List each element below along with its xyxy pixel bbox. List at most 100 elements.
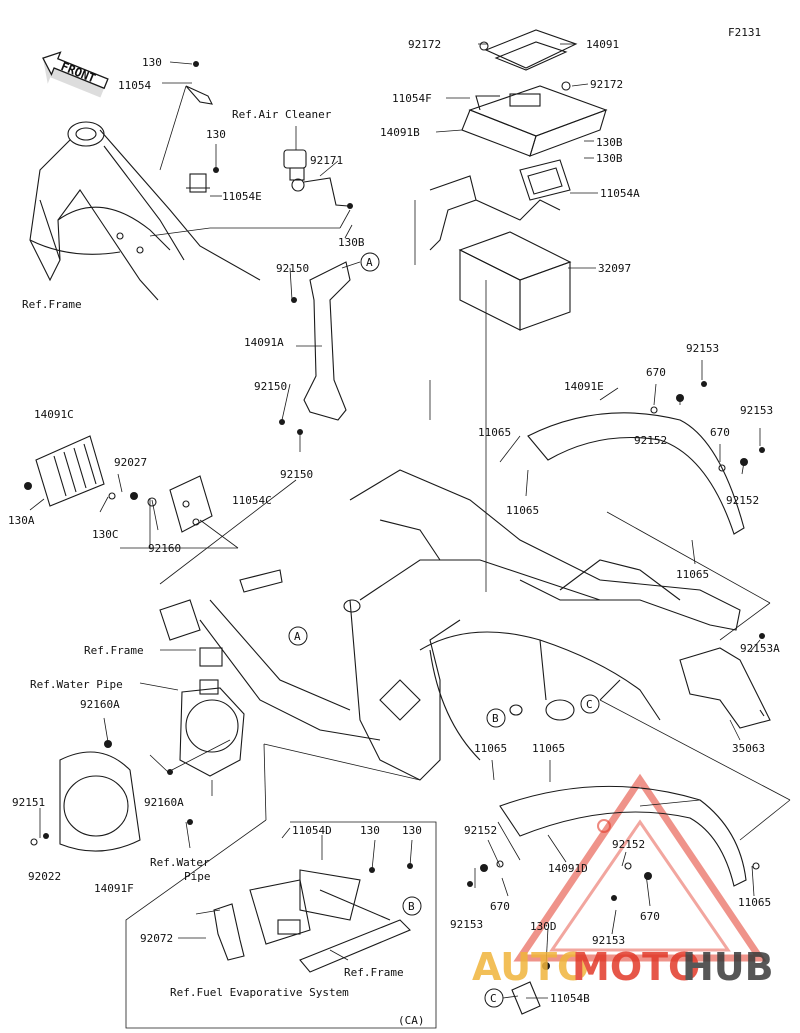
label-92152-c: 92152 [464, 824, 497, 837]
label-92153A: 92153A [740, 642, 780, 655]
watermark-moto: MOTO [572, 945, 700, 989]
label-92150-c: 92150 [280, 468, 313, 481]
battery-holder-11054A [519, 159, 571, 201]
battery-32097 [429, 175, 572, 331]
label-92172-b: 92172 [590, 78, 623, 91]
label-14091F: 14091F [94, 882, 134, 895]
label-ref-fuel-evap: Ref.Fuel Evaporative System [170, 986, 349, 999]
label-92153-a: 92153 [686, 342, 719, 355]
callout-a-top: A [366, 256, 373, 269]
label-ref-air-cleaner: Ref.Air Cleaner [232, 108, 332, 121]
label-14091B: 14091B [380, 126, 420, 139]
figure-code: F2131 [728, 26, 761, 39]
label-11065-f: 11065 [738, 896, 771, 909]
label-11054: 11054 [118, 79, 151, 92]
label-11054A: 11054A [600, 187, 640, 200]
label-130D: 130D [530, 920, 557, 933]
automotohub-watermark-text: AUTO MOTO HUB [472, 945, 774, 989]
callout-c-frame: C [586, 698, 593, 711]
label-ref-frame-ca: Ref.Frame [344, 966, 404, 979]
leader-lines [29, 43, 791, 999]
watermark-hub: HUB [682, 945, 774, 989]
label-92150-a: 92150 [276, 262, 309, 275]
label-130-mid: 130 [206, 128, 226, 141]
cover-14091C [24, 435, 157, 507]
pipe-ref-frame-ca [299, 919, 411, 973]
label-35063: 35063 [732, 742, 765, 755]
label-32097: 32097 [598, 262, 631, 275]
label-92160A-a: 92160A [80, 698, 120, 711]
label-11054C: 11054C [232, 494, 272, 507]
label-92153-c: 92153 [450, 918, 483, 931]
label-14091E: 14091E [564, 380, 604, 393]
air-cleaner-valve [283, 149, 353, 209]
clip-11054E [186, 167, 219, 193]
label-92152-a: 92152 [634, 434, 667, 447]
label-670-a: 670 [646, 366, 666, 379]
label-130A: 130A [8, 514, 35, 527]
watermark-auto: AUTO [472, 945, 589, 989]
battery-cover-14091 [479, 29, 578, 91]
label-11054E: 11054E [222, 190, 262, 203]
label-130C: 130C [92, 528, 119, 541]
label-11065-d: 11065 [474, 742, 507, 755]
clamp-92072 [213, 903, 245, 961]
callout-b-frame: B [492, 712, 499, 725]
label-130-ca2: 130 [402, 824, 422, 837]
canister-11054D [249, 863, 413, 945]
bracket-14091A [279, 261, 351, 435]
label-ref-water-b2: Pipe [184, 870, 211, 883]
front-direction-badge: FRONT [42, 51, 109, 98]
label-ref-frame-mid: Ref.Frame [84, 644, 144, 657]
part-labels: F2131 130 11054 Ref.Air Cleaner 130 9217… [8, 26, 780, 1027]
ca-variant-box [125, 819, 437, 1029]
label-92150-b: 92150 [254, 380, 287, 393]
label-14091D: 14091D [548, 862, 588, 875]
label-11054B: 11054B [550, 992, 590, 1005]
fender-14091D [467, 785, 760, 901]
label-92022: 92022 [28, 870, 61, 883]
main-frame-drawing [159, 469, 741, 781]
label-92160: 92160 [148, 542, 181, 555]
label-92027: 92027 [114, 456, 147, 469]
label-92160A-b: 92160A [144, 796, 184, 809]
automotohub-watermark-logo [513, 773, 767, 962]
bracket-11054 [185, 61, 213, 105]
label-92172-a: 92172 [408, 38, 441, 51]
fender-14091E [527, 381, 765, 535]
label-11065-e: 11065 [532, 742, 565, 755]
ref-frame-top-drawing [29, 121, 261, 301]
label-92072: 92072 [140, 932, 173, 945]
bracket-11054B [511, 962, 550, 1015]
label-14091A: 14091A [244, 336, 284, 349]
label-130B-r2: 130B [596, 152, 623, 165]
cover-14091F [30, 740, 141, 852]
callout-a-frame: A [294, 630, 301, 643]
label-11065-c: 11065 [676, 568, 709, 581]
label-ref-water-b1: Ref.Water [150, 856, 210, 869]
callout-markers: A A B B C C [288, 252, 600, 1008]
label-130B-r1: 130B [596, 136, 623, 149]
label-130B-left: 130B [338, 236, 365, 249]
label-92153-d: 92153 [592, 934, 625, 947]
label-14091: 14091 [586, 38, 619, 51]
label-92152-b: 92152 [726, 494, 759, 507]
label-11065-a: 11065 [478, 426, 511, 439]
label-670-b: 670 [710, 426, 730, 439]
label-92153-b: 92153 [740, 404, 773, 417]
label-ref-frame-top: Ref.Frame [22, 298, 82, 311]
label-92171: 92171 [310, 154, 343, 167]
label-14091C: 14091C [34, 408, 74, 421]
label-130-top: 130 [142, 56, 162, 69]
bracket-35063 [679, 633, 771, 729]
label-ca-variant: (CA) [398, 1014, 425, 1027]
label-11065-b: 11065 [506, 504, 539, 517]
callout-c-bottom: C [490, 992, 497, 1005]
label-130-ca1: 130 [360, 824, 380, 837]
label-670-c: 670 [490, 900, 510, 913]
label-ref-water-pipe-a: Ref.Water Pipe [30, 678, 123, 691]
label-670-d: 670 [640, 910, 660, 923]
label-11054D: 11054D [292, 824, 332, 837]
bracket-11054C [169, 475, 213, 533]
